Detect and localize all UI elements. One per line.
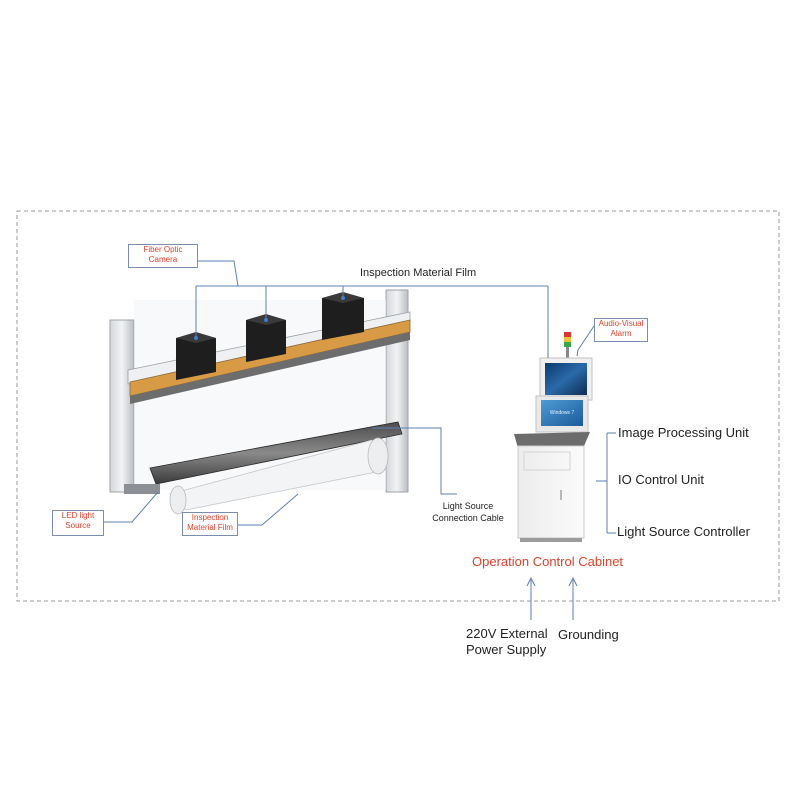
power-supply-label: 220V External Power Supply (466, 626, 548, 658)
system-boundary (16, 210, 780, 602)
film-roll (169, 437, 389, 515)
light-source-controller-label: Light Source Controller (617, 524, 750, 539)
light-cable-label: Light Source Connection Cable (420, 500, 516, 524)
connector-lines (103, 260, 616, 620)
camera-1 (176, 332, 216, 380)
film-top-label: Inspection Material Film (360, 267, 477, 279)
control-cabinet: Windows 7 (514, 332, 593, 542)
fiber-camera-label-line2: Camera (148, 255, 178, 264)
camera-3 (322, 292, 364, 340)
film-bottom-label-line2: Material Film (187, 523, 233, 532)
led-source-label-line1: LED light (61, 511, 95, 520)
fiber-camera-label-box: Fiber Optic Camera (128, 244, 198, 268)
light-cable-label-line1: Light Source (442, 501, 494, 511)
power-supply-label-line2: Power Supply (466, 642, 547, 657)
camera-2 (246, 314, 286, 362)
image-processing-unit-label: Image Processing Unit (618, 425, 749, 440)
led-source-label-line2: Source (65, 521, 91, 530)
film-bottom-label-line1: Inspection (191, 513, 229, 522)
grounding-label: Grounding (558, 627, 619, 642)
alarm-label-line2: Alarm (610, 329, 632, 338)
io-control-unit-label: IO Control Unit (618, 472, 704, 487)
cabinet-label: Operation Control Cabinet (472, 554, 624, 569)
lower-screen-text: Windows 7 (550, 410, 575, 416)
film-bottom-label-box: Inspection Material Film (182, 512, 238, 536)
power-supply-label-line1: 220V External (466, 626, 548, 641)
led-light-bar (124, 421, 403, 494)
led-source-label-box: LED light Source (52, 510, 104, 536)
alarm-label-line1: Audio-Visual (598, 319, 644, 328)
alarm-label-box: Audio-Visual Alarm (594, 318, 648, 342)
fiber-camera-label-line1: Fiber Optic (143, 245, 183, 254)
camera-rail (129, 319, 411, 404)
light-cable-label-line2: Connection Cable (432, 513, 504, 523)
